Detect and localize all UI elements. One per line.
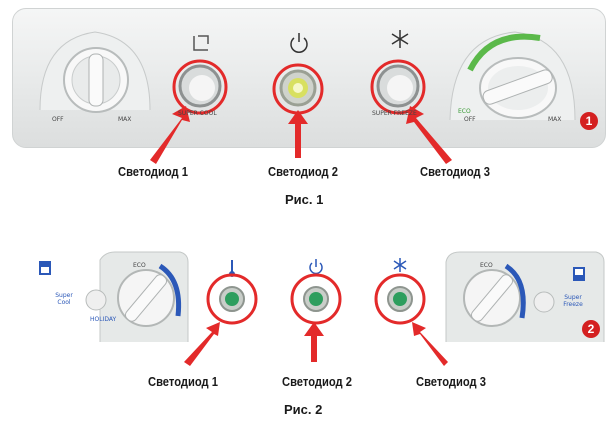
figure-2-badge: 2 — [582, 320, 600, 338]
led-1 — [219, 286, 245, 312]
right-dial-max: MAX — [548, 116, 562, 123]
arrow-led-1 — [150, 106, 190, 164]
super-freeze-button[interactable] — [376, 64, 420, 108]
right-dial-eco: ECO — [458, 108, 471, 115]
highlight-led2-2 — [290, 273, 342, 325]
arrow-led2-3 — [412, 322, 448, 366]
highlight-led2-3 — [374, 273, 426, 325]
super-cool-button[interactable] — [178, 64, 222, 108]
eco-label-left: ECO — [133, 262, 146, 269]
arrow-led2-1 — [184, 322, 220, 366]
power-led — [279, 69, 317, 107]
right-dial-2[interactable] — [463, 269, 521, 327]
super-cool-icon — [193, 35, 209, 51]
led2-1-label: Светодиод 1 — [148, 374, 218, 389]
highlight-led-3 — [370, 59, 426, 115]
led-2-label: Светодиод 2 — [268, 164, 338, 179]
highlight-led2-1 — [206, 273, 258, 325]
led-3 — [387, 286, 413, 312]
figure-2-caption: Рис. 2 — [284, 402, 323, 417]
eco-label-right: ECO — [480, 262, 493, 269]
led-2 — [303, 286, 329, 312]
holiday-label: HOLIDAY — [90, 316, 117, 323]
left-dial-off: OFF — [52, 116, 64, 123]
left-temperature-dial[interactable] — [63, 47, 129, 113]
arrow-led-3 — [406, 106, 452, 164]
super-cool-label-2: Super Cool — [55, 292, 73, 306]
left-dial-max: MAX — [118, 116, 132, 123]
led2-3-label: Светодиод 3 — [416, 374, 486, 389]
snowflake-icon-2 — [393, 258, 407, 272]
right-dial-off: OFF — [464, 116, 476, 123]
led-1-label: Светодиод 1 — [118, 164, 188, 179]
super-freeze-label-2: Super Freeze — [563, 294, 583, 308]
figure-1-caption: Рис. 1 — [285, 192, 324, 207]
left-dial-2[interactable] — [117, 269, 175, 327]
right-temperature-dial[interactable] — [479, 57, 557, 119]
led-3-label: Светодиод 3 — [420, 164, 490, 179]
power-icon-2 — [309, 259, 323, 275]
super-cool-button-2 — [85, 289, 107, 311]
arrow-led2-2 — [304, 322, 324, 362]
highlight-led-1 — [172, 59, 228, 115]
figure-1-badge: 1 — [580, 112, 598, 130]
super-freeze-text: SUPER FREEZE — [372, 110, 417, 117]
arrow-led-2 — [288, 110, 308, 158]
power-icon — [290, 33, 308, 53]
led2-2-label: Светодиод 2 — [282, 374, 352, 389]
super-cool-text: SUPER COOL — [178, 110, 217, 117]
super-freeze-button-2 — [533, 291, 555, 313]
snowflake-icon — [391, 30, 409, 48]
